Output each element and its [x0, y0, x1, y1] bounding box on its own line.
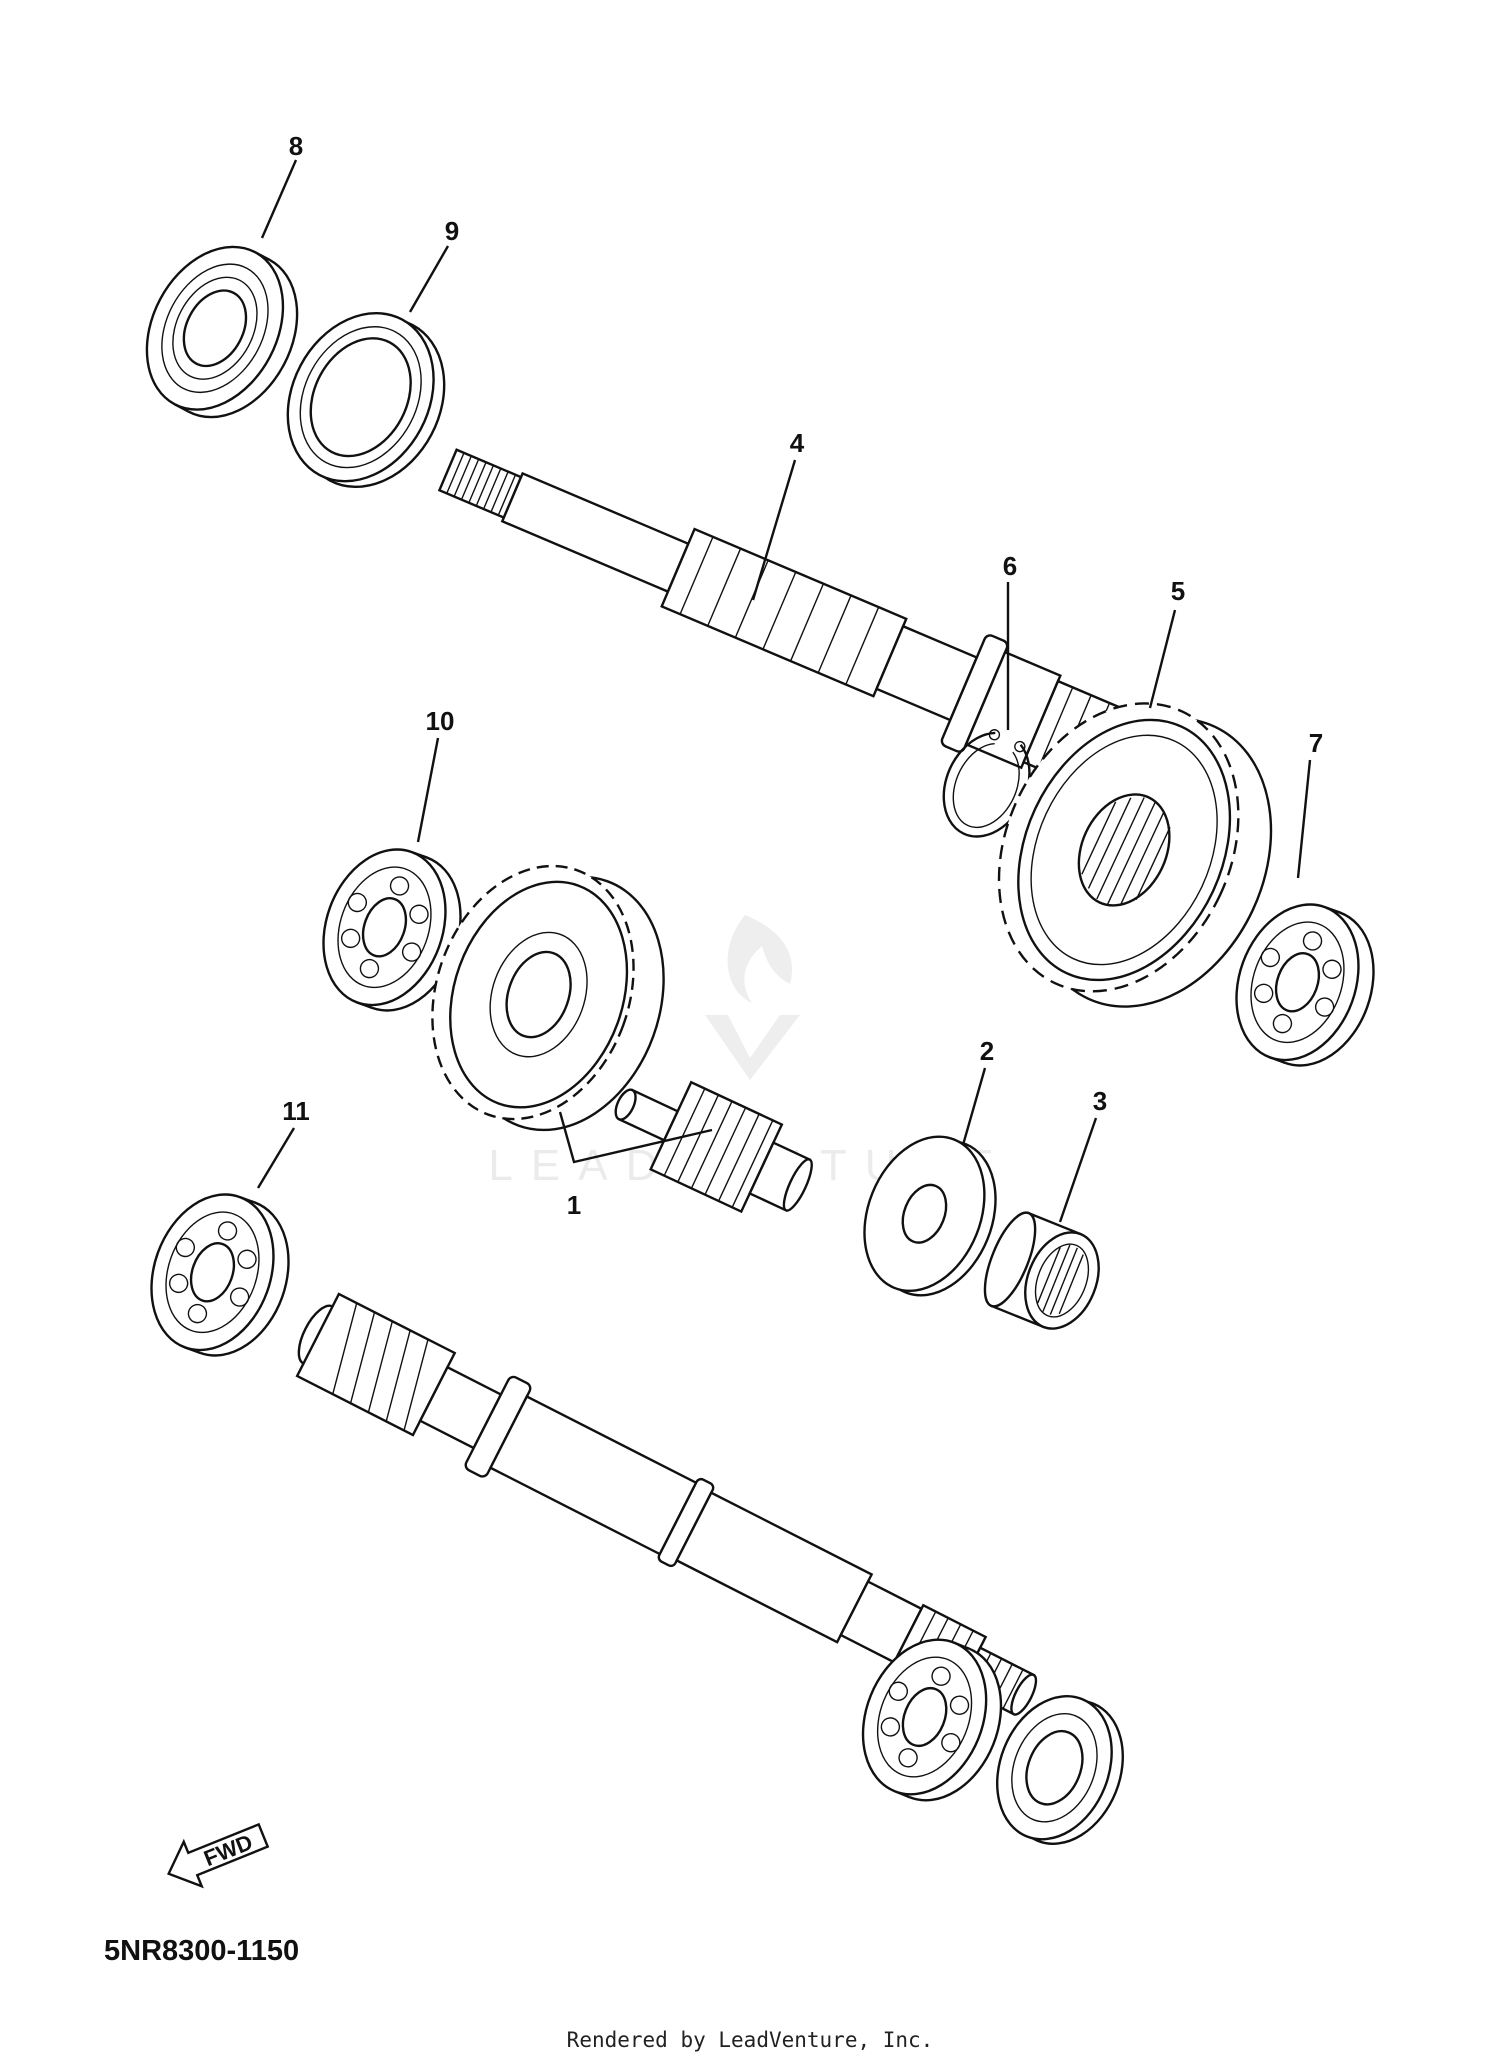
callout-3: 3 — [1093, 1086, 1107, 1116]
bearing-11 — [129, 1176, 311, 1374]
oil-seal-9 — [286, 311, 446, 489]
callout-6: 6 — [1003, 551, 1017, 581]
bearing-lower — [839, 1619, 1025, 1821]
callout-2: 2 — [980, 1036, 994, 1066]
oil-seal-lower — [996, 1695, 1124, 1845]
callout-4: 4 — [790, 428, 805, 458]
fwd-arrow: FWD — [167, 1822, 270, 1889]
gear-5 — [997, 702, 1273, 1008]
gear-1-small — [614, 1080, 813, 1214]
leader-lines — [256, 159, 1312, 1223]
washer-2 — [863, 1135, 997, 1297]
callout-9: 9 — [445, 216, 459, 246]
callout-10: 10 — [426, 706, 455, 736]
callouts: 8 9 4 6 5 10 7 2 3 11 1 — [282, 131, 1323, 1220]
callout-1: 1 — [567, 1190, 581, 1220]
callout-11: 11 — [282, 1096, 310, 1126]
callout-7: 7 — [1309, 728, 1323, 758]
callout-8: 8 — [289, 131, 303, 161]
rendered-by-credit: Rendered by LeadVenture, Inc. — [566, 2028, 934, 2052]
gear-1-large — [431, 864, 665, 1132]
callout-5: 5 — [1171, 576, 1185, 606]
main-axle-4 — [437, 448, 1208, 818]
diagram-code: 5NR8300-1150 — [104, 1935, 300, 1967]
needle-bearing-3 — [983, 1211, 1100, 1330]
